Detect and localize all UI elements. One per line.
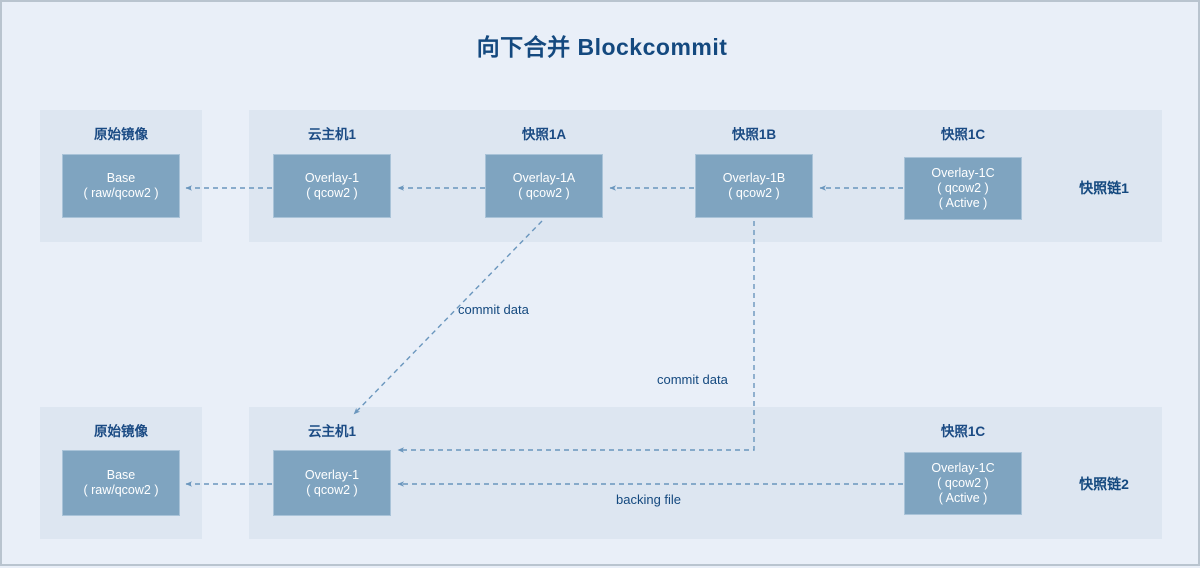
node-overlay-1a-line-1: Overlay-1A: [512, 171, 576, 185]
node-overlay-1c-bottom-line-3: ( Active ): [938, 491, 988, 505]
node-base-bottom-line-1: Base: [106, 468, 136, 482]
node-overlay-1c-top: Overlay-1C ( qcow2 ) ( Active ): [904, 157, 1022, 220]
node-base-bottom-line-2: ( raw/qcow2 ): [83, 483, 159, 497]
group-label-snapshot-1c-top: 快照1C: [940, 127, 986, 142]
chain-label-1: 快照链1: [1079, 180, 1129, 196]
node-overlay-1a: Overlay-1A ( qcow2 ): [485, 154, 603, 218]
node-base-top: Base ( raw/qcow2 ): [62, 154, 180, 218]
group-label-snapshot-1a: 快照1A: [521, 127, 567, 142]
node-overlay-1c-bottom-line-1: Overlay-1C: [931, 461, 995, 475]
group-label-vm1-top: 云主机1: [307, 127, 356, 142]
node-overlay-1a-line-2: ( qcow2 ): [518, 186, 570, 200]
node-overlay-1c-top-line-1: Overlay-1C: [931, 166, 995, 180]
node-overlay-1c-top-line-3: ( Active ): [938, 196, 988, 210]
node-overlay1-top-line-2: ( qcow2 ): [306, 186, 358, 200]
node-overlay1-top: Overlay-1 ( qcow2 ): [273, 154, 391, 218]
edge-label-backing-file: backing file: [616, 492, 682, 507]
node-overlay1-bottom: Overlay-1 ( qcow2 ): [273, 450, 391, 516]
group-label-vm1-bottom: 云主机1: [307, 424, 356, 439]
edge-label-commit-data-1: commit data: [458, 302, 529, 317]
group-label-snapshot-1c-bottom: 快照1C: [940, 424, 986, 439]
node-base-bottom: Base ( raw/qcow2 ): [62, 450, 180, 516]
chain-label-2: 快照链2: [1079, 476, 1129, 492]
group-label-snapshot-1b: 快照1B: [731, 127, 777, 142]
node-overlay-1b-line-1: Overlay-1B: [722, 171, 786, 185]
node-base-top-line-2: ( raw/qcow2 ): [83, 186, 159, 200]
node-overlay1-bottom-line-1: Overlay-1: [304, 468, 360, 482]
edge-label-commit-data-2: commit data: [657, 372, 728, 387]
page-title: 向下合并 Blockcommit: [476, 34, 728, 60]
group-label-base-top: 原始镜像: [94, 127, 148, 142]
node-overlay-1b: Overlay-1B ( qcow2 ): [695, 154, 813, 218]
node-overlay-1c-bottom: Overlay-1C ( qcow2 ) ( Active ): [904, 452, 1022, 515]
group-label-base-bottom: 原始镜像: [94, 424, 148, 439]
node-overlay-1b-line-2: ( qcow2 ): [728, 186, 780, 200]
node-overlay1-bottom-line-2: ( qcow2 ): [306, 483, 358, 497]
node-overlay-1c-top-line-2: ( qcow2 ): [937, 181, 989, 195]
node-overlay-1c-bottom-line-2: ( qcow2 ): [937, 476, 989, 490]
node-overlay1-top-line-1: Overlay-1: [304, 171, 360, 185]
arrow-commit-data-1: [353, 220, 543, 415]
node-base-top-line-1: Base: [106, 171, 136, 185]
